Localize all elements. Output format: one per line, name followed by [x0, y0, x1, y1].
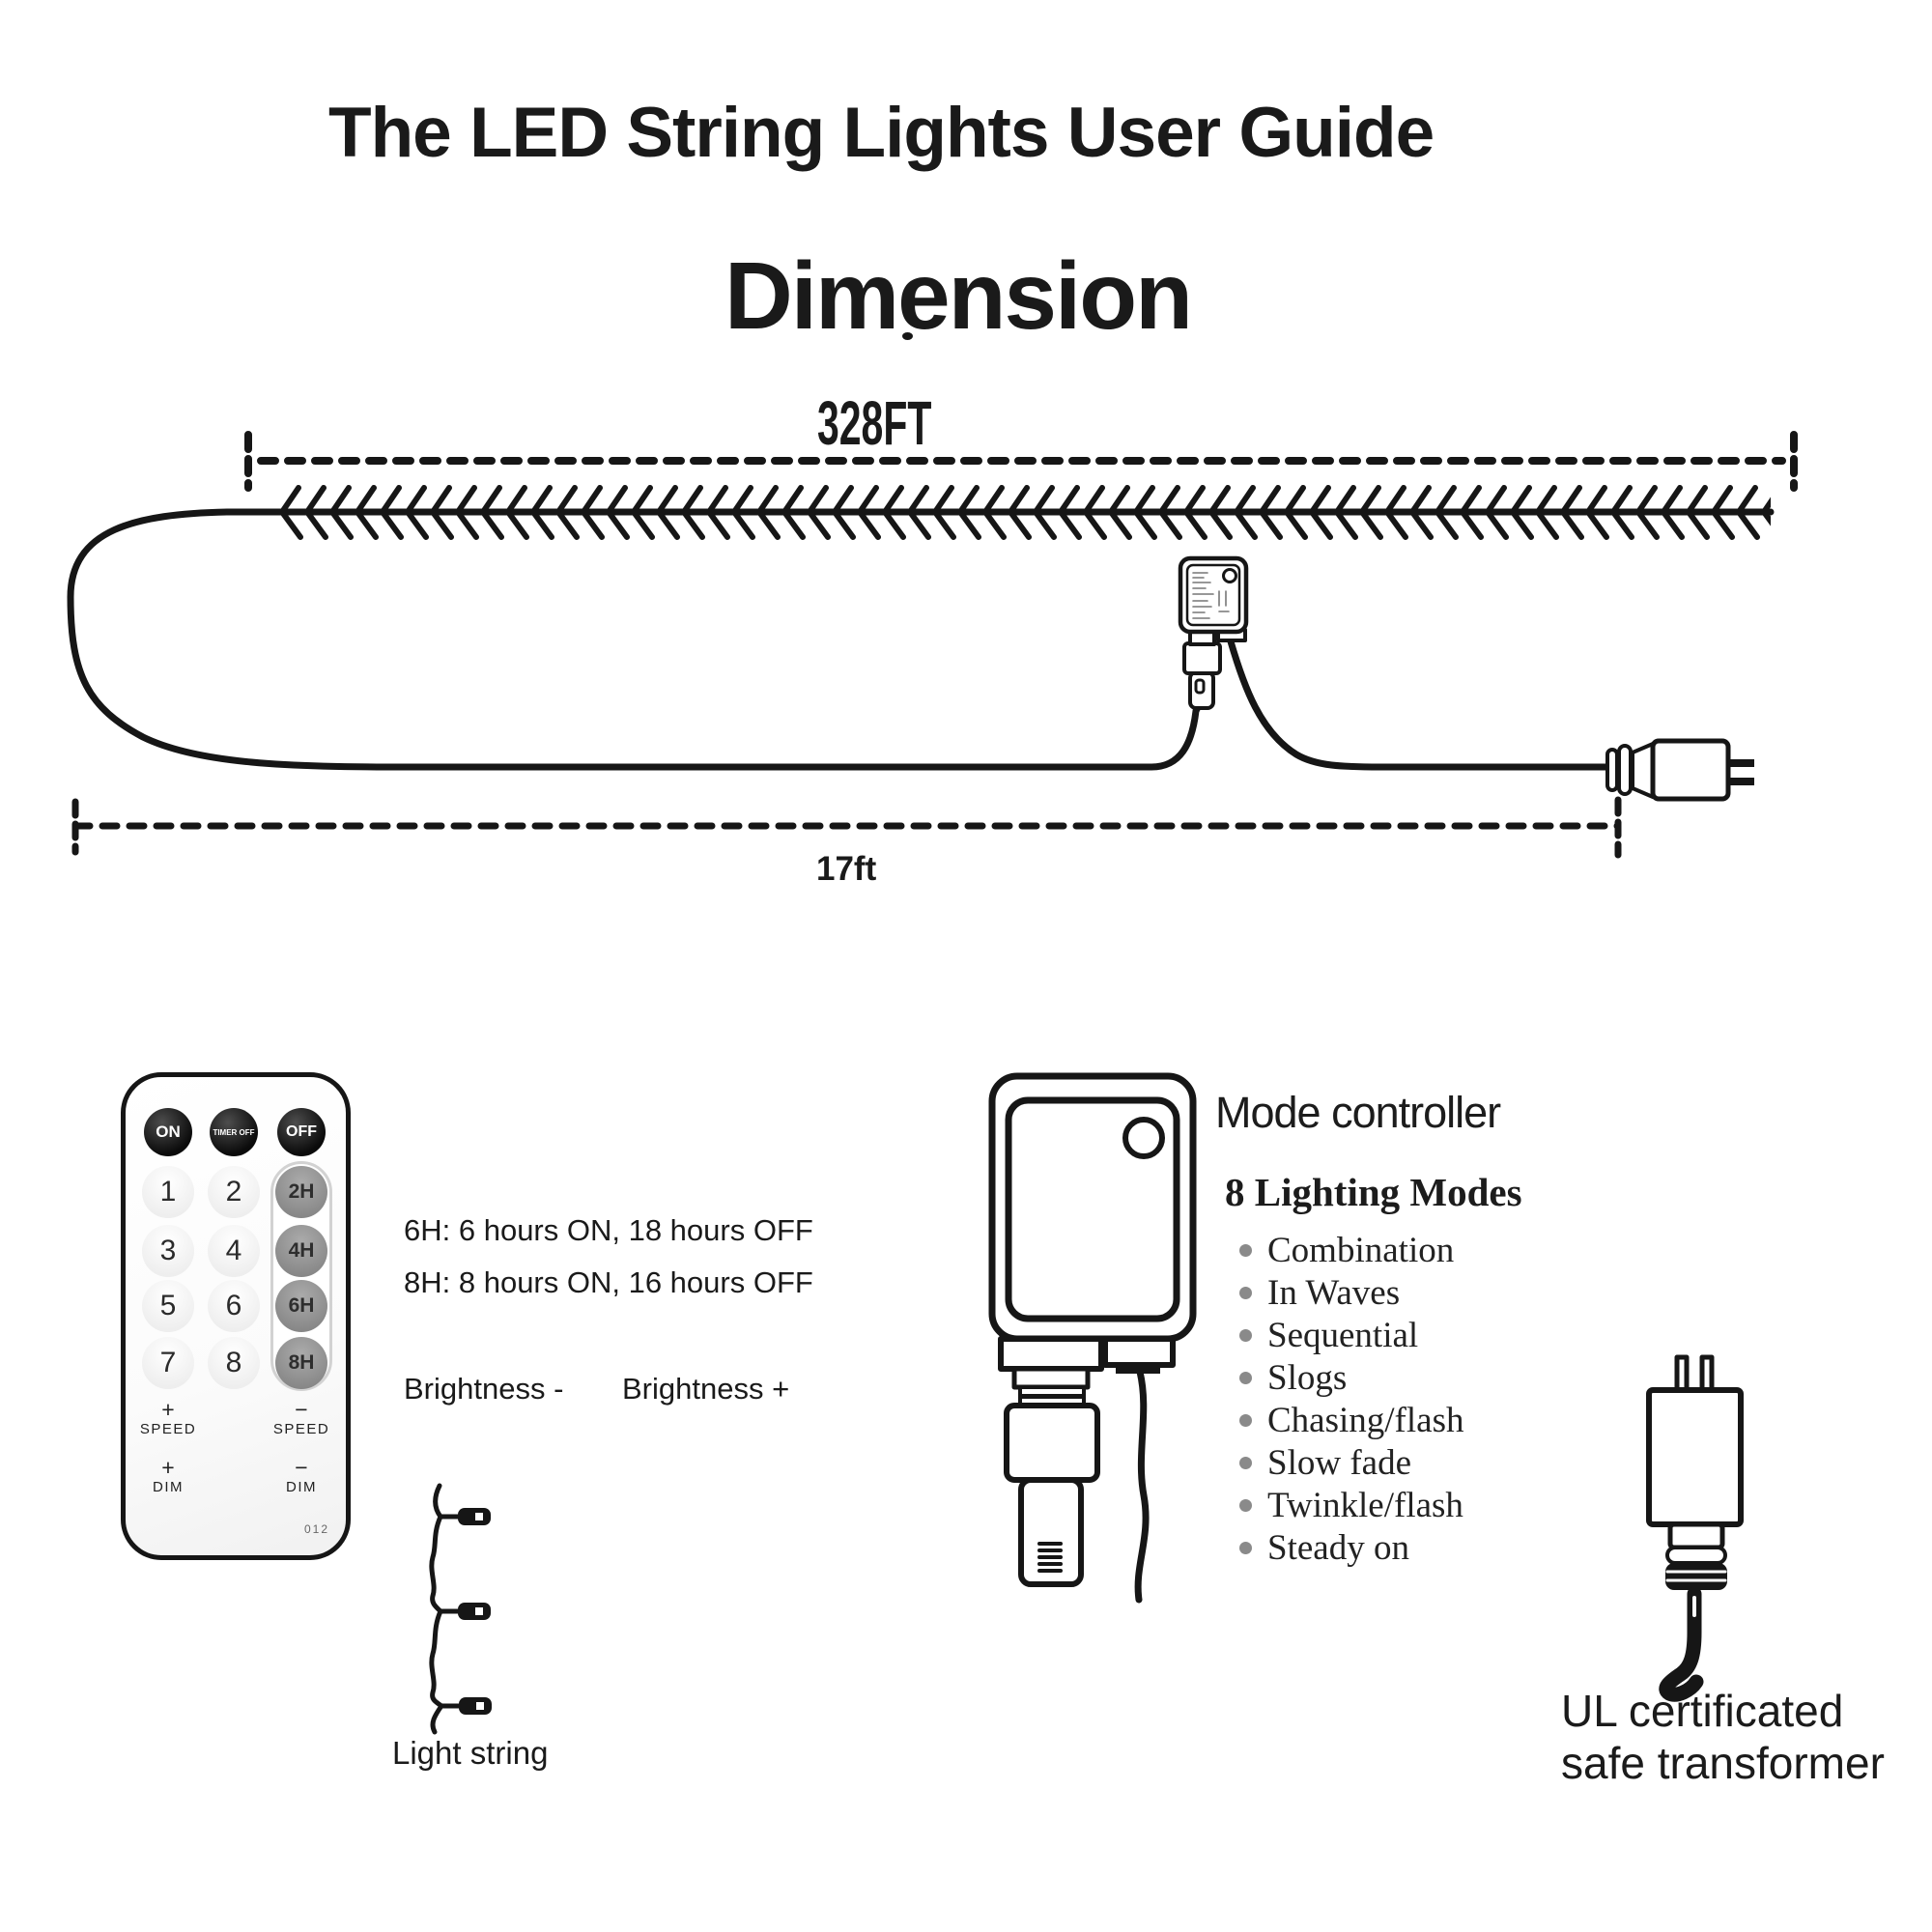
- list-item: Chasing/flash: [1239, 1399, 1463, 1441]
- remote-button-7[interactable]: 7: [142, 1337, 194, 1389]
- remote-2h-button[interactable]: 2H: [275, 1166, 327, 1218]
- herringbone-string-icon: [228, 481, 1775, 543]
- bullet-icon: [1239, 1456, 1252, 1469]
- light-string-label: Light string: [392, 1735, 549, 1771]
- remote-button-1[interactable]: 1: [142, 1166, 194, 1218]
- string-loop-wire-icon: [67, 508, 1609, 771]
- mode-item-label: Slow fade: [1267, 1442, 1411, 1483]
- remote-speed-plus-button[interactable]: + SPEED: [126, 1399, 211, 1439]
- remote-4h-button[interactable]: 4H: [275, 1225, 327, 1277]
- mode-item-label: Combination: [1267, 1230, 1455, 1270]
- mode-item-label: Chasing/flash: [1267, 1400, 1464, 1440]
- minus-icon: −: [295, 1455, 308, 1480]
- mode-item-label: Twinkle/flash: [1267, 1485, 1463, 1525]
- dimension-line-328ft-icon: [244, 431, 1798, 492]
- mode-controller-title: Mode controller: [1215, 1088, 1501, 1137]
- mode-controller-icon: [988, 1072, 1197, 1604]
- dimension-line-17ft-icon: [71, 796, 1622, 859]
- minus-icon: −: [295, 1397, 308, 1422]
- transformer-label-line2: safe transformer: [1561, 1738, 1885, 1788]
- mode-item-label: In Waves: [1267, 1272, 1401, 1313]
- remote-button-6[interactable]: 6: [208, 1280, 260, 1332]
- remote-dim-minus-button[interactable]: − DIM: [259, 1457, 344, 1497]
- brightness-minus-label: Brightness -: [404, 1372, 564, 1406]
- remote-button-3[interactable]: 3: [142, 1225, 194, 1277]
- remote-model-code: 012: [304, 1522, 330, 1536]
- list-item: Steady on: [1239, 1526, 1463, 1569]
- remote-button-8[interactable]: 8: [208, 1337, 260, 1389]
- section-heading: Dimension: [724, 242, 1193, 349]
- remote-button-5[interactable]: 5: [142, 1280, 194, 1332]
- bullet-icon: [1239, 1541, 1252, 1554]
- mode-item-label: Slogs: [1267, 1357, 1348, 1398]
- brightness-plus-label: Brightness +: [622, 1372, 790, 1406]
- transformer-label-line1: UL certificated: [1561, 1686, 1844, 1736]
- lighting-modes-heading: 8 Lighting Modes: [1225, 1170, 1522, 1214]
- inline-controller-box-icon: [1178, 555, 1249, 710]
- string-length-value: 328FT: [817, 388, 932, 458]
- remote-dim-plus-button[interactable]: + DIM: [126, 1457, 211, 1497]
- bullet-icon: [1239, 1328, 1252, 1342]
- transformer-icon: [1646, 1354, 1744, 1702]
- lighting-modes-list: Combination In Waves Sequential Slogs Ch…: [1239, 1229, 1463, 1569]
- list-item: Slogs: [1239, 1356, 1463, 1399]
- remote-button-4[interactable]: 4: [208, 1225, 260, 1277]
- remote-on-button[interactable]: ON: [144, 1108, 192, 1156]
- light-string-icon: [429, 1483, 492, 1735]
- bullet-icon: [1239, 1243, 1252, 1257]
- mode-item-label: Sequential: [1267, 1315, 1419, 1355]
- power-plug-icon: [1605, 738, 1754, 802]
- lead-length-label: 17ft: [816, 850, 877, 888]
- remote-8h-button[interactable]: 8H: [275, 1337, 327, 1389]
- bullet-icon: [1239, 1413, 1252, 1427]
- list-item: Combination: [1239, 1229, 1463, 1271]
- remote-control: ON TIMER OFF OFF 1 2 3 4 5 6 7 8 2H 4H 6…: [121, 1072, 351, 1560]
- remote-speed-minus-button[interactable]: − SPEED: [259, 1399, 344, 1439]
- remote-button-2[interactable]: 2: [208, 1166, 260, 1218]
- list-item: Slow fade: [1239, 1441, 1463, 1484]
- timer-note-6h: 6H: 6 hours ON, 18 hours OFF: [404, 1213, 813, 1247]
- list-item: Sequential: [1239, 1314, 1463, 1356]
- bullet-icon: [1239, 1286, 1252, 1299]
- bullet-icon: [1239, 1498, 1252, 1512]
- page-title: The LED String Lights User Guide: [328, 94, 1435, 172]
- list-item: In Waves: [1239, 1271, 1463, 1314]
- stray-dot: [902, 332, 913, 340]
- plus-icon: +: [161, 1455, 175, 1480]
- timer-note-8h: 8H: 8 hours ON, 16 hours OFF: [404, 1265, 813, 1299]
- mode-item-label: Steady on: [1267, 1527, 1409, 1568]
- list-item: Twinkle/flash: [1239, 1484, 1463, 1526]
- remote-timer-off-button[interactable]: TIMER OFF: [210, 1108, 258, 1156]
- bullet-icon: [1239, 1371, 1252, 1384]
- plus-icon: +: [161, 1397, 175, 1422]
- string-length-label: 328FT: [817, 387, 996, 459]
- remote-6h-button[interactable]: 6H: [275, 1280, 327, 1332]
- remote-off-button[interactable]: OFF: [277, 1108, 326, 1156]
